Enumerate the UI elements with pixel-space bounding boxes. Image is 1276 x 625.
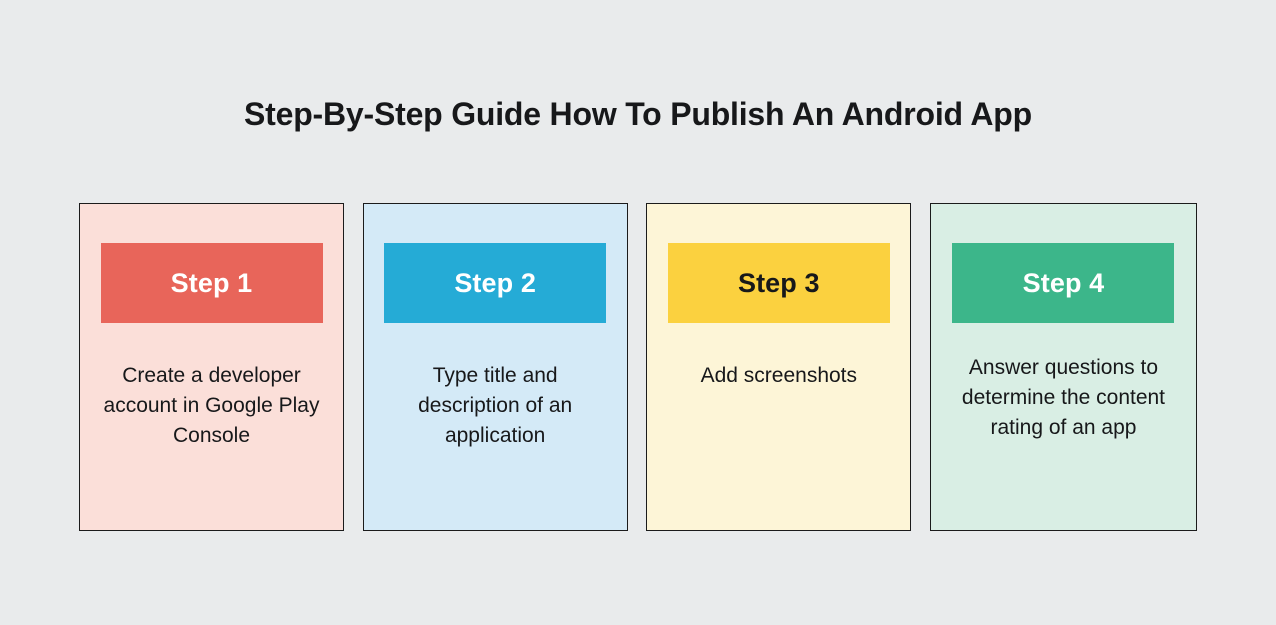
step-label-4: Step 4 <box>1022 268 1105 298</box>
step-card-3[interactable]: Step 3 Add screenshots <box>646 203 912 531</box>
step-description-4: Answer questions to determine the conten… <box>961 356 1166 439</box>
step-label-2: Step 2 <box>454 268 536 298</box>
step-header-1: Step 1 <box>100 243 323 323</box>
step-header-3: Step 3 <box>667 243 890 323</box>
page-title: Step-By-Step Guide How To Publish An And… <box>244 96 1032 132</box>
step-label-1: Step 1 <box>170 268 253 298</box>
step-label-3: Step 3 <box>737 268 820 298</box>
step-description-3: Add screenshots <box>700 364 858 387</box>
step-card-2[interactable]: Step 2 Type title and description of an … <box>362 203 628 531</box>
step-description-1: Create a developer account in Google Pla… <box>103 364 320 447</box>
step-card-1[interactable]: Step 1 Create a developer account in Goo… <box>79 203 344 531</box>
step-header-4: Step 4 <box>952 243 1175 323</box>
step-card-4[interactable]: Step 4 Answer questions to determine the… <box>929 203 1197 531</box>
step-header-2: Step 2 <box>384 243 607 323</box>
steps-row: Step 1 Create a developer account in Goo… <box>79 203 1197 531</box>
step-description-2: Type title and description of an applica… <box>418 364 573 447</box>
